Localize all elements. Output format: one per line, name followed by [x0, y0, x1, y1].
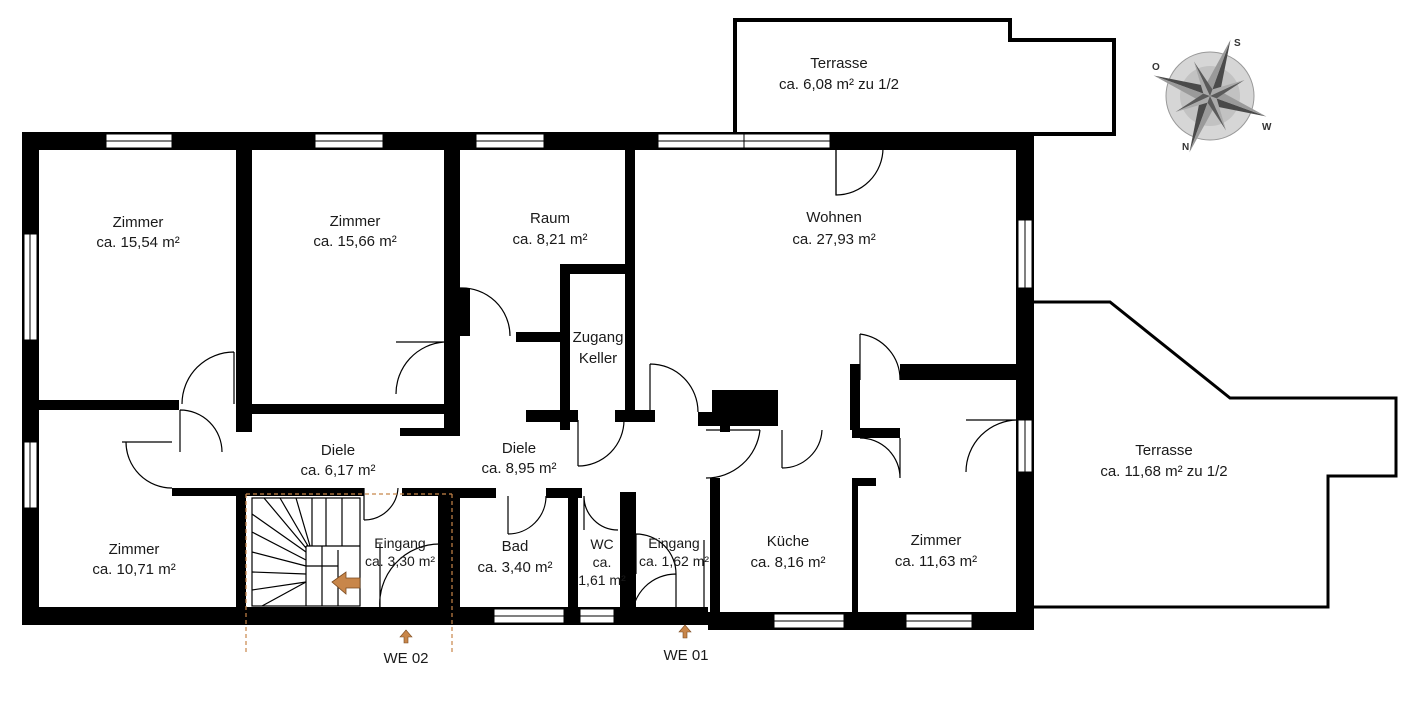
- compass-s-label: S: [1234, 38, 1241, 49]
- unit-boundary-dashed: [245, 493, 453, 654]
- bad-name: Bad: [502, 538, 529, 555]
- terrace-right-name: Terrasse: [1135, 442, 1193, 459]
- zimmer-1-area: ca. 15,54 m²: [96, 234, 179, 251]
- interior-walls: [39, 148, 1018, 618]
- terrace-right-area: ca. 11,68 m² zu 1/2: [1100, 463, 1227, 480]
- entrance-arrow-we01: [678, 624, 692, 639]
- zimmer-2-area: ca. 15,66 m²: [313, 233, 396, 250]
- raum-area: ca. 8,21 m²: [512, 231, 587, 248]
- diele-1-name: Diele: [321, 442, 355, 459]
- stair-arrow: [331, 571, 361, 595]
- zimmer-3-area: ca. 10,71 m²: [92, 561, 175, 578]
- compass-o-label: O: [1152, 62, 1160, 73]
- compass-rose: N O S W: [1152, 38, 1272, 153]
- zimmer-2-name: Zimmer: [330, 213, 381, 230]
- wc-line1: WC: [590, 536, 613, 552]
- compass-n-label: N: [1182, 142, 1189, 153]
- compass-w-label: W: [1262, 122, 1272, 133]
- zimmer-4-name: Zimmer: [911, 532, 962, 549]
- entrance-label-we02: WE 02: [383, 650, 428, 667]
- eingang-2-area: ca. 1,62 m²: [639, 553, 709, 569]
- zimmer-3-name: Zimmer: [109, 541, 160, 558]
- terrace-top-area: ca. 6,08 m² zu 1/2: [779, 76, 899, 93]
- zimmer-4-area: ca. 11,63 m²: [895, 553, 977, 570]
- terrace-right-outline: [1032, 300, 1398, 609]
- diele-2-area: ca. 8,95 m²: [481, 460, 556, 477]
- staircase: [251, 497, 361, 607]
- window-sash-lines: [29, 134, 1026, 622]
- terrace-top-outline: [733, 18, 1116, 136]
- entrance-arrow-we02: [399, 629, 413, 644]
- zugang-keller-line1: Zugang: [573, 329, 624, 346]
- diele-2-name: Diele: [502, 440, 536, 457]
- eingang-1-area: ca. 3,30 m²: [365, 553, 435, 569]
- bad-area: ca. 3,40 m²: [477, 559, 552, 576]
- raum-name: Raum: [530, 210, 570, 227]
- eingang-2-name: Eingang: [648, 535, 699, 551]
- wc-line3: 1,61 m²: [578, 572, 626, 588]
- zimmer-1-name: Zimmer: [113, 214, 164, 231]
- kueche-name: Küche: [767, 533, 810, 550]
- exterior-walls: [22, 132, 1034, 630]
- wc-line2: ca.: [593, 554, 612, 570]
- door-swings: [122, 147, 1019, 620]
- entrance-label-we01: WE 01: [663, 647, 708, 664]
- wohnen-area: ca. 27,93 m²: [792, 231, 875, 248]
- zugang-keller-line2: Keller: [579, 350, 617, 367]
- terrace-top-name: Terrasse: [810, 55, 868, 72]
- eingang-1-name: Eingang: [374, 535, 425, 551]
- diele-1-area: ca. 6,17 m²: [300, 462, 375, 479]
- wohnen-name: Wohnen: [806, 209, 862, 226]
- kueche-area: ca. 8,16 m²: [750, 554, 825, 571]
